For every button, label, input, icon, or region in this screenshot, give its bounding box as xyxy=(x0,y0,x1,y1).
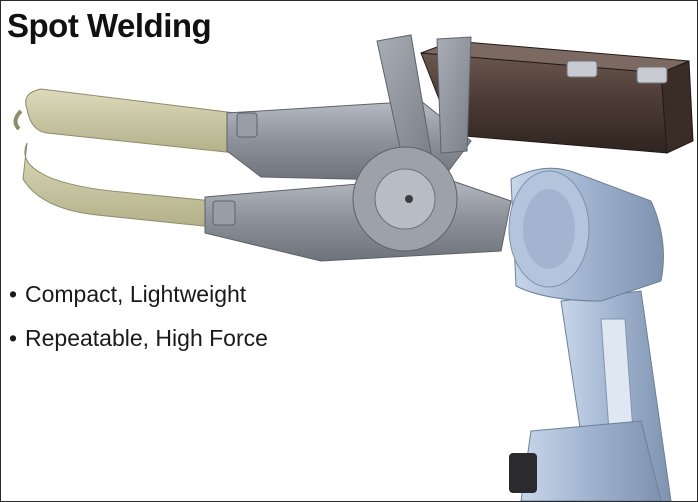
upper-electrode-arm xyxy=(13,88,236,154)
robot-arm-column xyxy=(509,290,672,501)
lower-electrode-arm xyxy=(22,142,214,228)
pivot-hub xyxy=(352,146,458,252)
bullet-marker: • xyxy=(9,325,18,351)
slide-title: Spot Welding xyxy=(7,7,212,44)
servo-actuator xyxy=(420,40,694,154)
feature-item-compact: • Compact, Lightweight xyxy=(9,281,268,307)
feature-item-repeatable: • Repeatable, High Force xyxy=(9,325,268,351)
bullet-marker: • xyxy=(9,281,18,307)
feature-text: Repeatable, High Force xyxy=(25,325,268,351)
robot-wrist-joint xyxy=(508,167,664,302)
gun-yoke xyxy=(376,34,472,162)
feature-list: • Compact, Lightweight • Repeatable, High … xyxy=(9,281,268,369)
feature-text: Compact, Lightweight xyxy=(25,281,247,307)
